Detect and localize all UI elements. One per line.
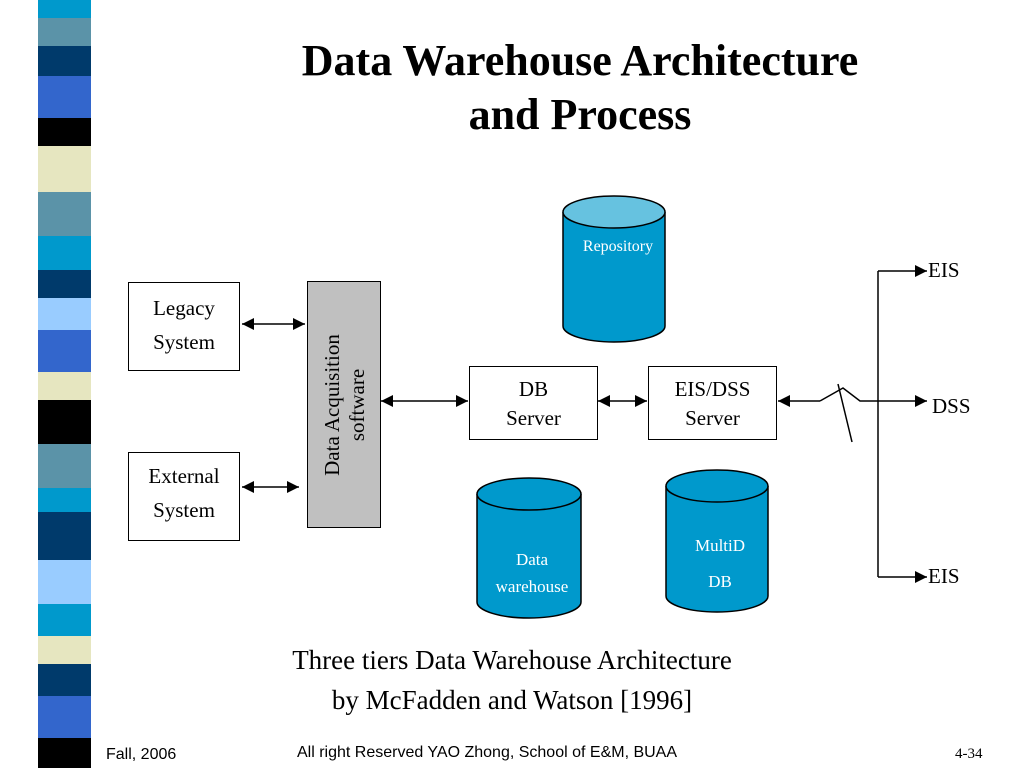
repository-label: Repository [582, 238, 654, 255]
footer-date: Fall, 2006 [106, 746, 177, 763]
network-link-line [819, 387, 878, 402]
caption-line-2: by McFadden and Watson [1996] [331, 685, 693, 715]
acquisition-line-2: software [345, 368, 369, 442]
db-server-line-2: Server [506, 406, 561, 430]
repository-cylinder [562, 195, 666, 343]
data-warehouse-line-1: Data [515, 550, 549, 569]
slide-title: Data Warehouse Architecture and Process [140, 34, 1020, 142]
network-break-slash [837, 383, 853, 443]
multid-db-line-2: DB [708, 572, 732, 591]
eis-dss-line-1: EIS/DSS [674, 377, 751, 401]
eis-dss-line-2: Server [685, 406, 740, 430]
eis-dss-server-box: EIS/DSS Server [648, 366, 777, 440]
multid-db-cylinder [665, 469, 769, 613]
output-eis-top: EIS [928, 258, 960, 282]
data-warehouse-cylinder [476, 477, 582, 619]
legacy-line-2: System [153, 330, 215, 354]
data-warehouse-line-2: warehouse [495, 577, 569, 596]
footer-page-number: 4-34 [955, 746, 983, 762]
data-acquisition-label: Data Acquisition software [320, 285, 370, 525]
caption-line-1: Three tiers Data Warehouse Architecture [292, 645, 732, 675]
title-line-1: Data Warehouse Architecture [301, 36, 859, 85]
multid-db-line-1: MultiD [694, 536, 746, 555]
db-server-box: DB Server [469, 366, 598, 440]
external-system-box: External System [128, 452, 240, 541]
output-dss: DSS [932, 394, 971, 418]
figure-caption: Three tiers Data Warehouse Architecture … [150, 640, 874, 720]
title-line-2: and Process [468, 90, 692, 139]
legacy-line-1: Legacy [153, 296, 215, 320]
multid-db-label: MultiD DB [666, 528, 774, 600]
data-warehouse-label: Data warehouse [477, 546, 587, 600]
data-acquisition-box: Data Acquisition software [307, 281, 381, 528]
footer-copyright: All right Reserved YAO Zhong, School of … [297, 744, 678, 761]
decorative-stripe-band [38, 0, 91, 768]
external-line-2: System [153, 498, 215, 522]
legacy-system-box: Legacy System [128, 282, 240, 371]
acquisition-line-1: Data Acquisition [320, 334, 344, 476]
output-eis-bottom: EIS [928, 564, 960, 588]
db-server-line-1: DB [518, 377, 549, 401]
external-line-1: External [148, 464, 220, 488]
